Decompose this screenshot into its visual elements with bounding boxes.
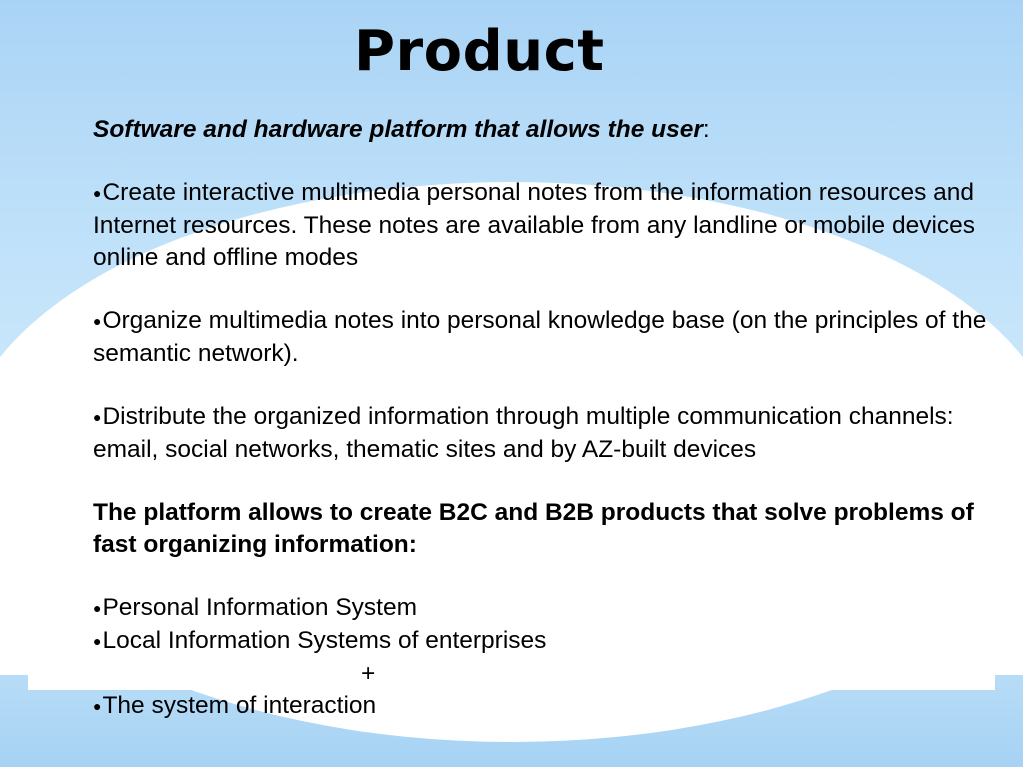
bullet-item: ●Local Information Systems of enterprise…: [93, 625, 993, 658]
bullet-dot-icon: ●: [93, 185, 102, 202]
bullet-dot-icon: ●: [93, 633, 102, 650]
bullet-text: Create interactive multimedia personal n…: [93, 179, 976, 271]
bullet-dot-icon: ●: [93, 313, 102, 330]
bullet-item: ●Create interactive multimedia personal …: [93, 177, 993, 273]
bullet-item: ●Distribute the organized information th…: [93, 401, 993, 465]
bullet-text: The system of interaction: [102, 691, 377, 719]
intro-line: Software and hardware platform that allo…: [93, 114, 993, 146]
intro-text: Software and hardware platform that allo…: [93, 116, 703, 143]
bullet-dot-icon: ●: [93, 409, 102, 426]
white-panel-fill: [28, 430, 995, 690]
bullet-item: ●Organize multimedia notes into personal…: [93, 305, 993, 369]
bullet-dot-icon: ●: [93, 697, 102, 714]
bullet-dot-icon: ●: [93, 600, 102, 617]
intro-colon: :: [702, 116, 710, 143]
platform-statement: The platform allows to create B2C and B2…: [93, 499, 974, 559]
slide-body: Software and hardware platform that allo…: [93, 114, 993, 722]
bullet-text: Local Information Systems of enterprises: [102, 627, 547, 655]
bullet-item: ●Personal Information System: [93, 592, 993, 625]
plus-sign: +: [361, 659, 376, 687]
bullet-text: Organize multimedia notes into personal …: [93, 307, 987, 367]
slide-title: Product: [354, 19, 605, 84]
bullet-item: ●The system of interaction: [93, 690, 993, 723]
bullet-text: Distribute the organized information thr…: [93, 403, 954, 463]
bullet-text: Personal Information System: [102, 594, 418, 622]
